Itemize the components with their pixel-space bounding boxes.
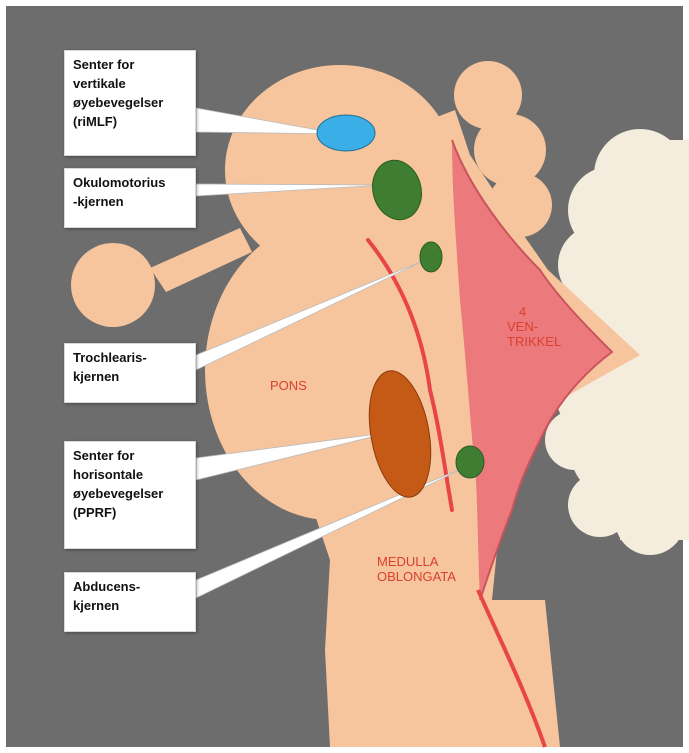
callout-trochlearis: Trochlearis- kjernen <box>64 343 196 403</box>
ventricle-label: 4 VEN- TRIKKEL <box>507 304 561 349</box>
callout-abducens-line-1: Abducens- <box>73 577 187 596</box>
callout-pprf-line-2: horisontale <box>73 465 187 484</box>
callout-okulomotorius-line-2: -kjernen <box>73 192 187 211</box>
callout-rimlf-line-3: øyebevegelser <box>73 93 187 112</box>
abducens-nucleus <box>456 446 484 478</box>
callout-rimlf-line-2: vertikale <box>73 74 187 93</box>
callout-trochlearis-line-2: kjernen <box>73 367 187 386</box>
pons-label-text: PONS <box>270 378 307 393</box>
callout-abducens-line-2: kjernen <box>73 596 187 615</box>
callout-rimlf-line-1: Senter for <box>73 55 187 74</box>
callout-rimlf-line-4: (riMLF) <box>73 112 187 131</box>
callout-okulomotorius-line-1: Okulomotorius <box>73 173 187 192</box>
ventricle-label-line-3: TRIKKEL <box>507 334 561 349</box>
callout-abducens: Abducens- kjernen <box>64 572 196 632</box>
ventricle-label-line-1: 4 <box>507 304 561 319</box>
callout-okulomotorius: Okulomotorius -kjernen <box>64 168 196 228</box>
pons-label: PONS <box>270 378 307 393</box>
callout-rimlf: Senter for vertikale øyebevegelser (riML… <box>64 50 196 156</box>
ventricle-label-line-2: VEN- <box>507 319 561 334</box>
medulla-label-line-2: OBLONGATA <box>377 569 456 584</box>
medulla-label-line-1: MEDULLA <box>377 554 456 569</box>
trochlearis-nucleus <box>420 242 442 272</box>
callout-trochlearis-line-1: Trochlearis- <box>73 348 187 367</box>
callout-pprf-line-3: øyebevegelser <box>73 484 187 503</box>
callout-pprf-line-4: (PPRF) <box>73 503 187 522</box>
medulla-label: MEDULLA OBLONGATA <box>377 554 456 584</box>
callout-pprf: Senter for horisontale øyebevegelser (PP… <box>64 441 196 549</box>
callout-pprf-line-1: Senter for <box>73 446 187 465</box>
rimlf-nucleus <box>317 115 375 151</box>
